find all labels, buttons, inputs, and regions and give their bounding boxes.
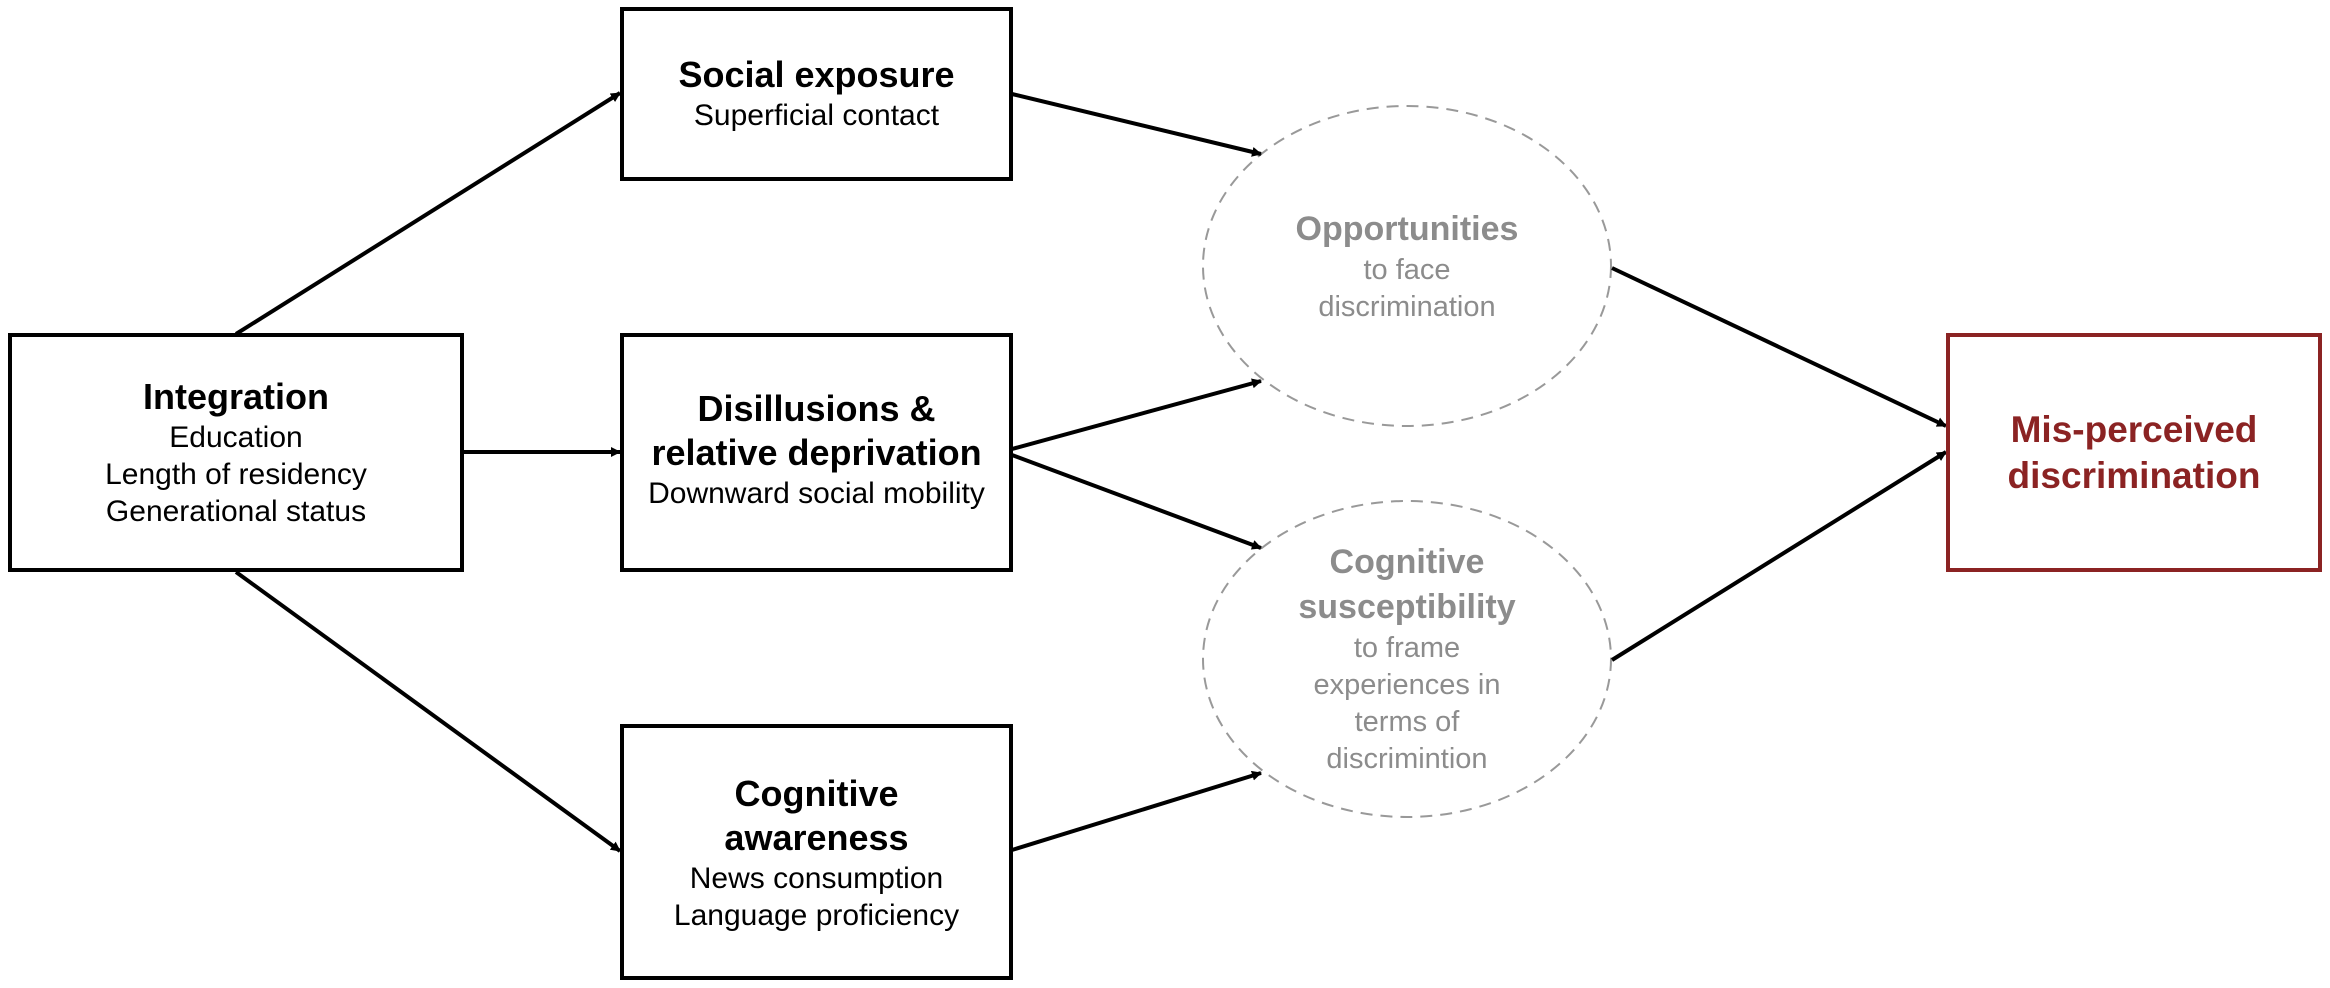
arrow-disillusions-to-cognitive-susceptibility <box>1011 453 1262 550</box>
cognitive-susceptibility-line-4: discrimintion <box>1326 743 1488 775</box>
integration-box: Integration Education Length of residenc… <box>8 333 464 572</box>
cognitive-awareness-line-language: Language proficiency <box>673 899 960 932</box>
cognitive-susceptibility-line-2: experiences in <box>1313 669 1501 701</box>
disillusions-title-1: Disillusions & <box>697 388 936 429</box>
social-exposure-box: Social exposure Superficial contact <box>620 7 1013 181</box>
integration-line-residency: Length of residency <box>105 458 367 491</box>
opportunities-line-1: to face <box>1363 253 1451 286</box>
arrow-integration-to-social-exposure <box>234 91 622 336</box>
arrow-cognitive-awareness-to-cognitive-susceptibility <box>1011 770 1262 852</box>
social-exposure-title: Social exposure <box>678 54 955 95</box>
arrow-disillusions-to-opportunities <box>1011 378 1262 451</box>
cognitive-susceptibility-line-1: to frame <box>1353 632 1461 664</box>
arrow-opportunities-to-outcome <box>1611 266 1947 428</box>
disillusions-line: Downward social mobility <box>648 477 985 510</box>
opportunities-ellipse <box>1202 105 1612 427</box>
cognitive-susceptibility-line-3: terms of <box>1354 706 1460 738</box>
opportunities-node: Opportunities to face discrimination <box>1203 106 1611 426</box>
cognitive-awareness-title-1: Cognitive <box>734 773 899 814</box>
opportunities-title: Opportunities <box>1295 209 1519 248</box>
integration-line-generational: Generational status <box>105 495 367 528</box>
cognitive-awareness-line-news: News consumption <box>689 862 944 895</box>
cognitive-susceptibility-ellipse <box>1202 500 1612 818</box>
disillusions-box: Disillusions & relative deprivation Down… <box>620 333 1013 572</box>
arrow-social-exposure-to-opportunities <box>1011 92 1262 157</box>
social-exposure-line: Superficial contact <box>693 99 940 132</box>
outcome-box: Mis-perceived discrimination <box>1946 333 2322 572</box>
integration-title: Integration <box>143 376 329 417</box>
cognitive-susceptibility-title-1: Cognitive <box>1329 543 1485 581</box>
cognitive-awareness-title-2: awareness <box>724 817 909 858</box>
arrow-integration-to-cognitive-awareness <box>234 570 622 853</box>
arrow-cognitive-susceptibility-to-outcome <box>1610 450 1948 662</box>
outcome-title-2: discrimination <box>2007 454 2261 496</box>
integration-line-education: Education <box>169 421 303 454</box>
cognitive-awareness-box: Cognitive awareness News consumption Lan… <box>620 724 1013 980</box>
opportunities-line-2: discrimination <box>1318 290 1496 323</box>
cognitive-susceptibility-title-2: susceptibility <box>1298 588 1516 626</box>
outcome-title-1: Mis-perceived <box>2010 408 2258 450</box>
cognitive-susceptibility-node: Cognitive susceptibility to frame experi… <box>1203 501 1611 817</box>
disillusions-title-2: relative deprivation <box>651 432 982 473</box>
